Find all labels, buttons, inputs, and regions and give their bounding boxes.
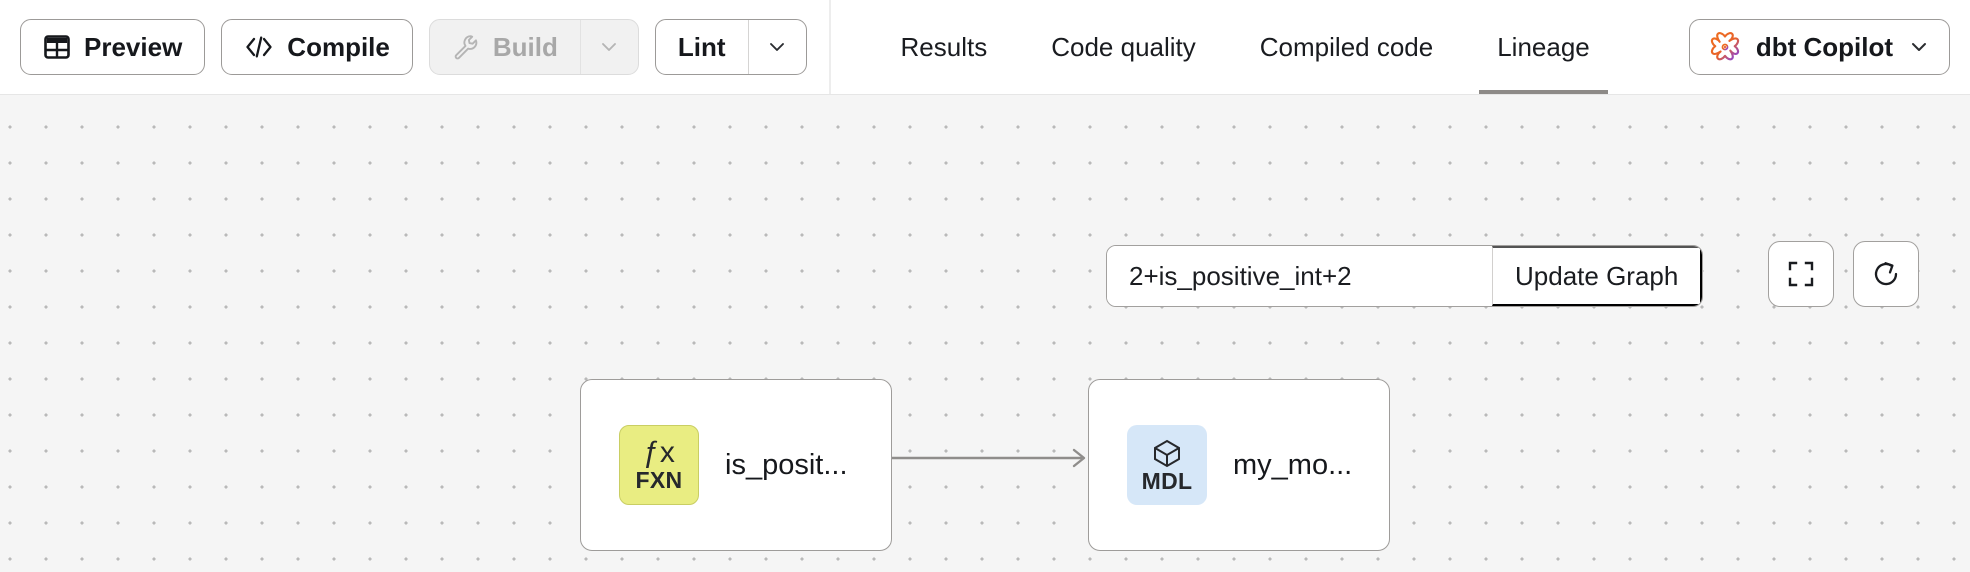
dbt-copilot-label: dbt Copilot: [1755, 31, 1893, 62]
chevron-down-icon: [1907, 35, 1931, 59]
tab-results[interactable]: Results: [869, 0, 1020, 94]
build-button: Build: [428, 19, 639, 75]
tab-compiled-code-label: Compiled code: [1259, 31, 1434, 62]
dbt-copilot-button[interactable]: dbt Copilot: [1688, 19, 1950, 75]
tab-results-label: Results: [900, 31, 988, 62]
lineage-canvas[interactable]: Update Graph: [0, 95, 1970, 572]
tab-lineage[interactable]: Lineage: [1465, 0, 1622, 94]
fit-view-button[interactable]: [1768, 241, 1834, 307]
panel-header: Preview Compile: [0, 0, 1970, 95]
lint-button-label: Lint: [677, 31, 726, 62]
fullscreen-icon: [1786, 259, 1816, 289]
chevron-down-icon: [766, 36, 788, 58]
fxn-badge: ƒx FXN: [619, 425, 699, 505]
build-button-label: Build: [492, 31, 558, 62]
mdl-badge: MDL: [1127, 425, 1207, 505]
mdl-badge-label: MDL: [1141, 468, 1193, 494]
preview-button-label: Preview: [84, 31, 183, 62]
toolbar-tabs-divider: [828, 0, 831, 94]
graph-controls: Update Graph: [1106, 245, 1704, 307]
tab-bar: Results Code quality Compiled code Linea…: [831, 0, 1622, 94]
cube-icon: [1151, 437, 1183, 469]
fxn-badge-label: FXN: [635, 467, 683, 493]
dbt-copilot-atom-icon: [1708, 30, 1742, 64]
tab-compiled-code[interactable]: Compiled code: [1228, 0, 1465, 94]
tab-code-quality-label: Code quality: [1051, 31, 1196, 62]
preview-button[interactable]: Preview: [20, 19, 206, 75]
build-dropdown-toggle: [579, 20, 638, 74]
lineage-edge: [886, 443, 1090, 478]
lineage-node-my-model[interactable]: MDL my_mo...: [1088, 379, 1390, 551]
node-selector-input[interactable]: [1107, 246, 1492, 306]
wrench-icon: [452, 33, 480, 61]
node-label: my_mo...: [1233, 448, 1353, 481]
refresh-icon: [1870, 258, 1902, 290]
tab-lineage-label: Lineage: [1497, 31, 1590, 62]
table-icon: [43, 33, 71, 61]
tab-active-underline: [1479, 90, 1608, 94]
tab-code-quality[interactable]: Code quality: [1019, 0, 1228, 94]
lint-dropdown-toggle[interactable]: [747, 20, 806, 74]
update-graph-button[interactable]: Update Graph: [1492, 246, 1703, 306]
node-label: is_posit...: [725, 448, 848, 481]
fx-glyph: ƒx: [643, 436, 675, 469]
lint-button[interactable]: Lint: [654, 19, 807, 75]
compile-button[interactable]: Compile: [221, 19, 413, 75]
lineage-node-is-positive-int[interactable]: ƒx FXN is_posit...: [580, 379, 892, 551]
chevron-down-icon: [598, 36, 620, 58]
compile-button-label: Compile: [287, 31, 390, 62]
refresh-button[interactable]: [1853, 241, 1919, 307]
action-toolbar: Preview Compile: [0, 0, 807, 94]
code-brackets-icon: [244, 34, 274, 60]
